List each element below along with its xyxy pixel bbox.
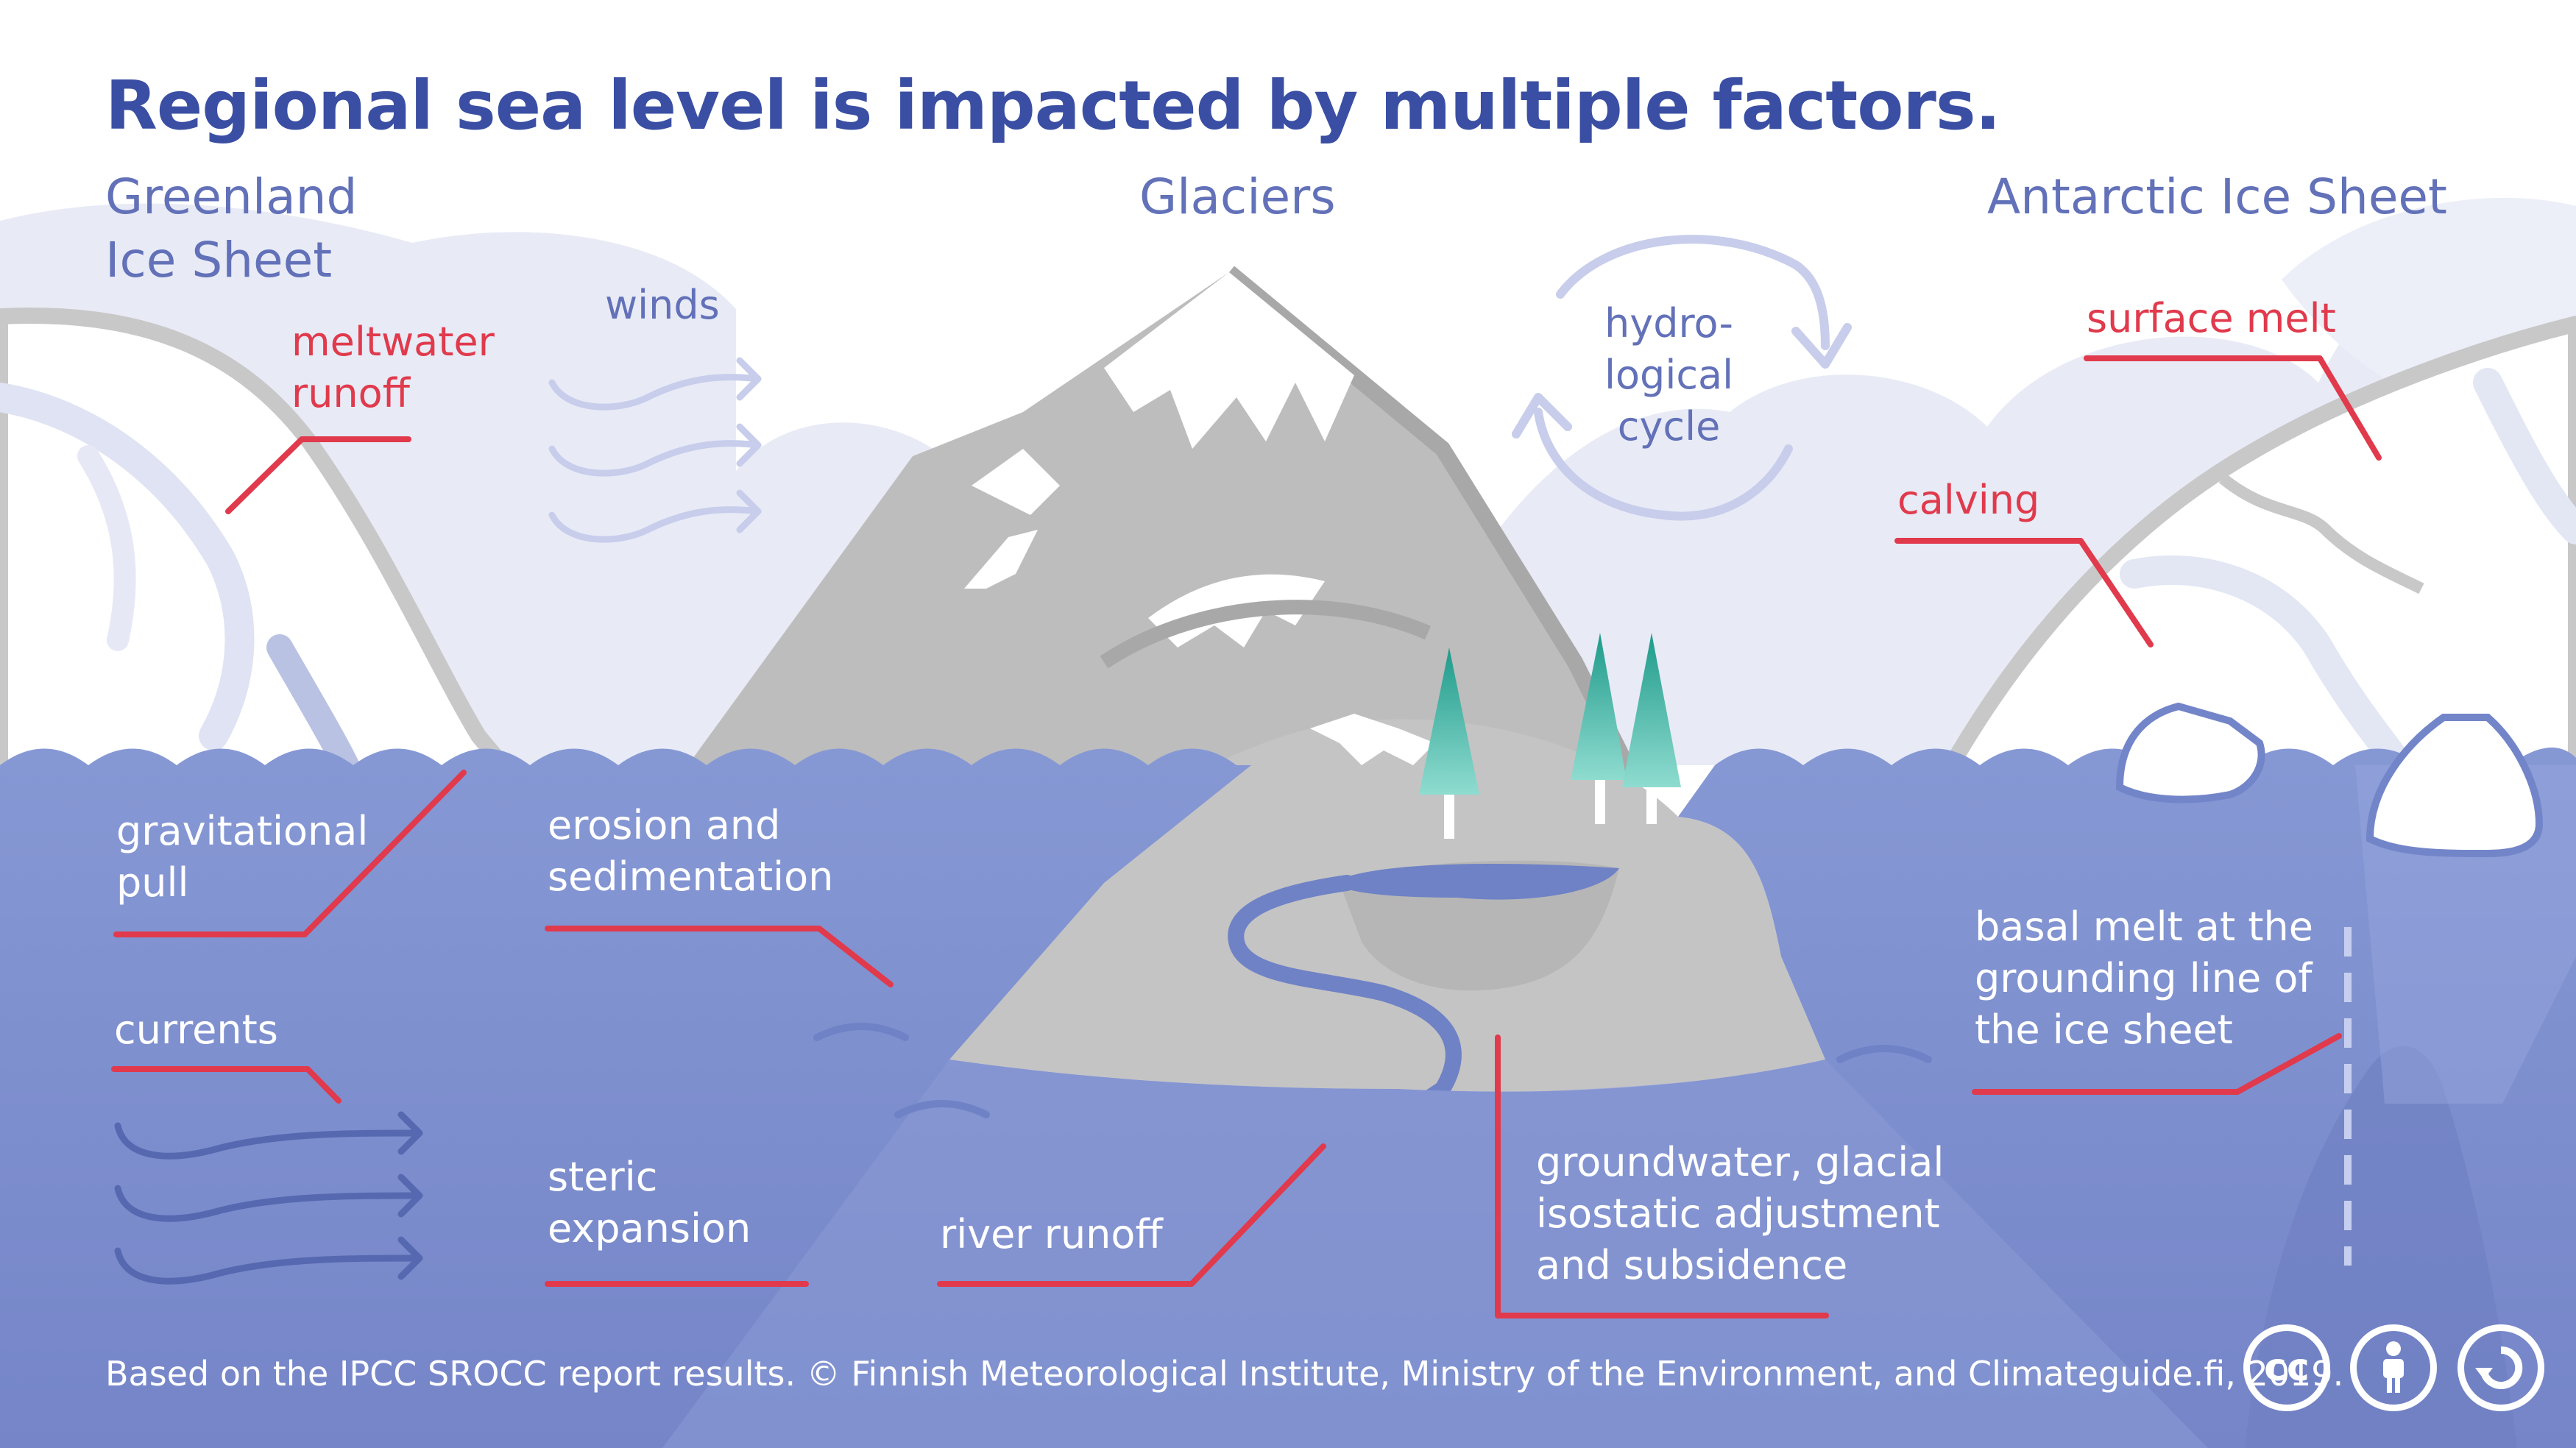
hydrological-cycle-line-2: logical (1604, 349, 1733, 401)
meltwater-runoff-line-2: runoff (291, 368, 495, 419)
share-alike-icon[interactable] (2458, 1324, 2544, 1411)
winds-label: winds (605, 280, 720, 331)
hydrological-cycle-line-3: cycle (1604, 401, 1733, 452)
page-title: Regional sea level is impacted by multip… (105, 66, 2000, 145)
meltwater-runoff-label: meltwater runoff (291, 316, 495, 419)
hydrological-cycle-line-1: hydro- (1604, 298, 1733, 349)
steric-expansion-label: steric expansion (548, 1151, 751, 1254)
cc-license-icon[interactable]: cc (2243, 1324, 2330, 1411)
groundwater-line-1: groundwater, glacial (1536, 1137, 1944, 1188)
groundwater-line-3: and subsidence (1536, 1240, 1944, 1291)
greenland-label-line-1: Greenland (105, 166, 357, 229)
basal-melt-label: basal melt at the grounding line of the … (1975, 901, 2313, 1057)
calving-label: calving (1897, 475, 2039, 526)
steric-expansion-line-1: steric (548, 1151, 751, 1203)
glaciers-label: Glaciers (1139, 166, 1336, 229)
groundwater-line-2: isostatic adjustment (1536, 1188, 1944, 1240)
erosion-sedimentation-line-1: erosion and (548, 800, 833, 851)
groundwater-label: groundwater, glacial isostatic adjustmen… (1536, 1137, 1944, 1292)
steric-expansion-line-2: expansion (548, 1203, 751, 1254)
basal-melt-line-3: the ice sheet (1975, 1004, 2313, 1056)
person-glyph (2357, 1331, 2430, 1405)
erosion-sedimentation-line-2: sedimentation (548, 851, 833, 903)
basal-melt-line-2: grounding line of (1975, 953, 2313, 1004)
meltwater-runoff-line-1: meltwater (291, 316, 495, 368)
share-alike-glyph (2464, 1331, 2538, 1405)
gravitational-pull-line-1: gravitational (116, 806, 368, 857)
cc-license-text: cc (2264, 1346, 2310, 1390)
greenland-label-line-2: Ice Sheet (105, 229, 357, 292)
gravitational-pull-line-2: pull (116, 857, 368, 909)
currents-label: currents (114, 1004, 278, 1056)
antarctic-ice-sheet-label: Antarctic Ice Sheet (1987, 166, 2447, 229)
attribution-icon[interactable] (2350, 1324, 2437, 1411)
river-runoff-label: river runoff (940, 1209, 1163, 1260)
hydrological-cycle-label: hydro- logical cycle (1604, 298, 1733, 453)
basal-melt-line-1: basal melt at the (1975, 901, 2313, 953)
surface-melt-label: surface melt (2087, 293, 2336, 344)
source-credit: Based on the IPCC SROCC report results. … (105, 1354, 2343, 1394)
gravitational-pull-label: gravitational pull (116, 806, 368, 909)
greenland-ice-sheet-label: Greenland Ice Sheet (105, 166, 357, 292)
erosion-sedimentation-label: erosion and sedimentation (548, 800, 833, 903)
